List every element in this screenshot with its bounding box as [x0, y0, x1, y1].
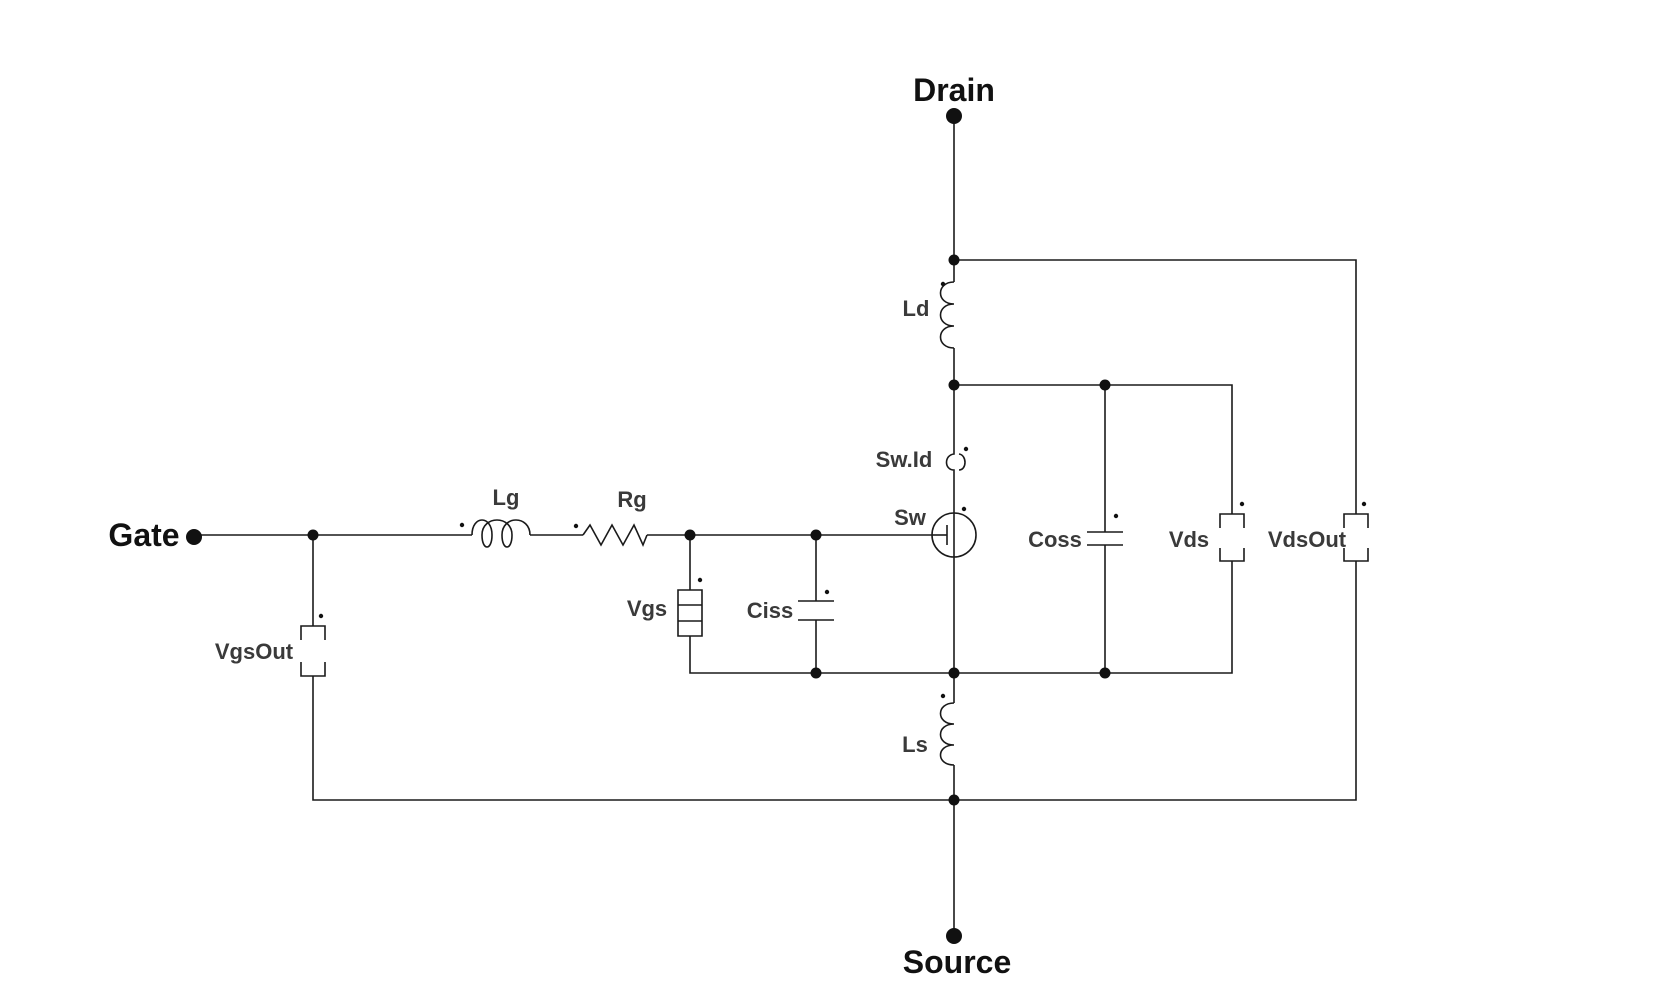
junction-gate-ciss: [810, 529, 822, 541]
junction-source-bottom: [948, 794, 960, 806]
voltmeter-vgsout-symbol: [300, 613, 326, 699]
ld-label: Ld: [903, 296, 930, 321]
junction-coss-top: [1099, 379, 1111, 391]
vdsout-polarity-dot: [1361, 501, 1367, 507]
switch-sw-symbol: [931, 506, 977, 558]
resistor-rg-symbol: [573, 523, 648, 548]
drain-terminal-dot: [946, 108, 962, 124]
junction-gate-vgs: [684, 529, 696, 541]
sw-id-label: Sw.Id: [876, 447, 933, 472]
inductor-lg-symbol: [459, 519, 531, 548]
voltmeter-vgs-symbol: [677, 577, 703, 637]
lg-label: Lg: [493, 485, 520, 510]
ls-label: Ls: [902, 732, 928, 757]
sw-label: Sw: [894, 505, 927, 530]
junction-drain-internal: [948, 379, 960, 391]
junction-coss-bottom: [1099, 667, 1111, 679]
vdsout-label: VdsOut: [1268, 527, 1347, 552]
source-label: Source: [903, 944, 1011, 980]
sw-polarity-dot: [961, 506, 967, 512]
junction-dots: [307, 254, 1111, 806]
vgs-label: Vgs: [627, 596, 667, 621]
inductor-ls-symbol: [939, 693, 955, 766]
source-terminal-dot: [946, 928, 962, 944]
drain-label: Drain: [913, 72, 995, 108]
ld-polarity-dot: [940, 281, 946, 287]
voltmeter-vds-symbol: [1219, 501, 1245, 562]
voltmeter-vdsout-symbol: [1343, 501, 1369, 562]
vgs-polarity-dot: [697, 577, 703, 583]
vds-polarity-dot: [1239, 501, 1245, 507]
ls-polarity-dot: [940, 693, 946, 699]
rg-label: Rg: [617, 487, 646, 512]
capacitor-ciss-symbol: [798, 589, 834, 621]
vds-label: Vds: [1169, 527, 1209, 552]
coss-label: Coss: [1028, 527, 1082, 552]
ciss-label: Ciss: [747, 598, 793, 623]
inductor-ld-symbol: [939, 281, 955, 349]
sw-id-polarity-dot: [963, 446, 969, 452]
gate-label: Gate: [108, 517, 179, 553]
junction-gate-left: [307, 529, 319, 541]
vgsout-polarity-dot: [318, 613, 324, 619]
junction-source-internal: [948, 667, 960, 679]
rg-polarity-dot: [573, 523, 579, 529]
ciss-polarity-dot: [824, 589, 830, 595]
junction-drain-top: [948, 254, 960, 266]
current-probe-sw-id-symbol: [945, 446, 969, 473]
vgsout-label: VgsOut: [215, 639, 294, 664]
gate-terminal-dot: [186, 529, 202, 545]
coss-polarity-dot: [1113, 513, 1119, 519]
wires: [195, 117, 1357, 935]
lg-polarity-dot: [459, 522, 465, 528]
capacitor-coss-symbol: [1087, 513, 1123, 546]
junction-ciss-bottom: [810, 667, 822, 679]
